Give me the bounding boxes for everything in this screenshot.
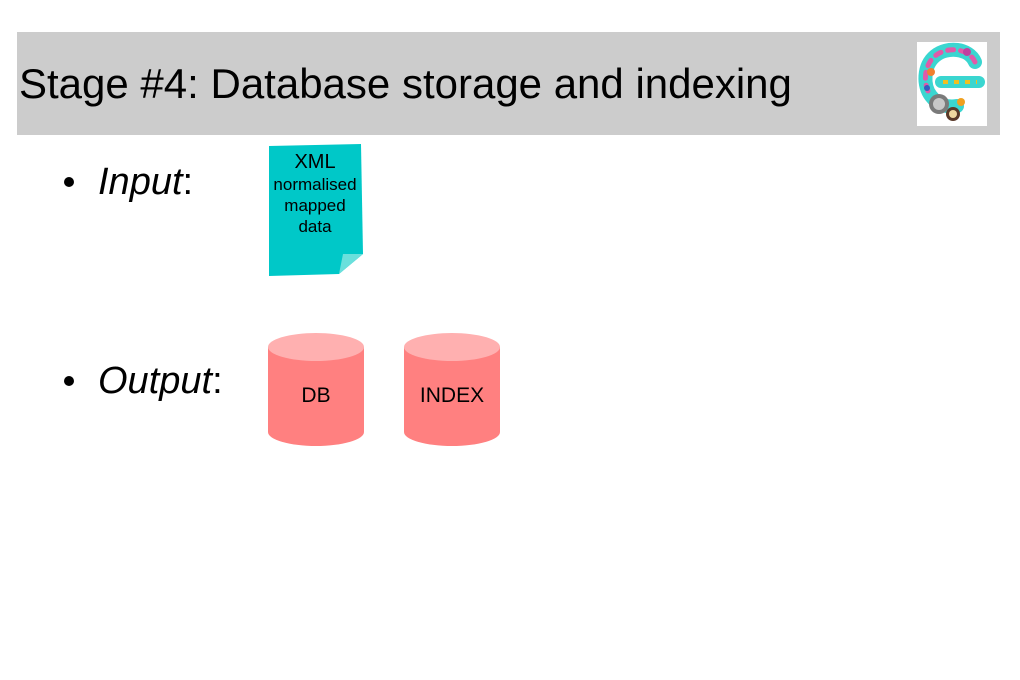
project-logo: [917, 42, 987, 126]
document-label-line3: mapped: [284, 196, 346, 215]
output-bullet: Output:: [64, 359, 223, 403]
index-cylinder: INDEX: [403, 332, 501, 448]
document-label-line4: data: [298, 217, 332, 236]
input-bullet: Input:: [64, 160, 193, 204]
input-label: Input: [98, 161, 183, 203]
slide-title-bar: Stage #4: Database storage and indexing: [17, 32, 1000, 135]
db-cylinder: DB: [267, 332, 365, 448]
database-icon: [268, 333, 364, 446]
bullet-point-icon: [64, 376, 74, 386]
slide-title: Stage #4: Database storage and indexing: [19, 60, 792, 107]
document-icon: [269, 144, 363, 276]
document-label: XML normalised mapped data: [265, 150, 365, 237]
output-label: Output: [98, 360, 213, 402]
db-label: DB: [301, 384, 331, 407]
database-icon: [404, 333, 500, 446]
bullet-point-icon: [64, 177, 74, 187]
xml-document-shape: XML normalised mapped data: [265, 142, 367, 278]
output-colon: :: [212, 360, 223, 402]
document-label-line1: XML: [294, 151, 336, 173]
index-label: INDEX: [419, 384, 485, 407]
document-label-line2: normalised: [273, 175, 357, 194]
input-colon: :: [182, 161, 194, 203]
logo-icon: [917, 42, 987, 126]
